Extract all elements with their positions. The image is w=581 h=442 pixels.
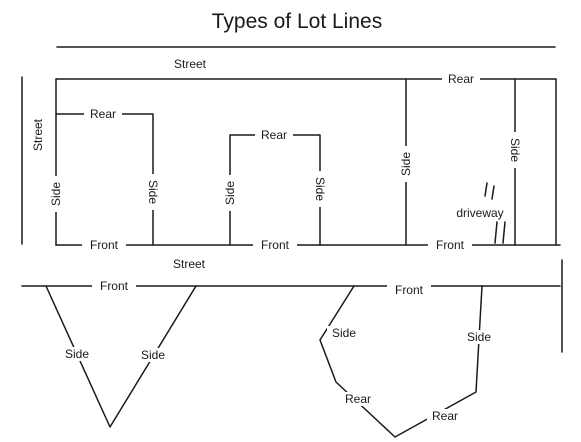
driveway-label: driveway: [456, 206, 503, 220]
street-left-label: Street: [31, 118, 45, 151]
driveway-mark: [484, 182, 488, 197]
side-lot3-left-label: Side: [399, 152, 413, 176]
rear-lot1-label: Rear: [90, 107, 116, 121]
label-bg: [428, 238, 472, 252]
label-bg: [60, 347, 94, 361]
label-bg: [31, 112, 45, 158]
side-lot2-right-label: Side: [313, 177, 327, 201]
label-bg: [449, 205, 511, 220]
driveway-mark: [502, 221, 506, 244]
side-irregular-right-label: Side: [467, 330, 491, 344]
label-bg: [255, 128, 293, 142]
label-bg: [313, 171, 327, 207]
side-lot1-right-label: Side: [146, 180, 160, 204]
rear-irregular-1-label: Rear: [345, 392, 371, 406]
driveway-mark: [491, 185, 495, 200]
diagram-title: Types of Lot Lines: [212, 10, 382, 33]
label-bg: [442, 72, 480, 86]
label-bg: [84, 107, 122, 121]
lot1-outline: [55, 113, 154, 246]
label-bg: [399, 146, 413, 182]
irregular-lot-outline: [319, 285, 483, 438]
side-v-right-label: Side: [141, 348, 165, 362]
front-lot3-label: Front: [436, 238, 465, 252]
street-mid-label: Street: [173, 257, 206, 271]
label-bg: [253, 238, 297, 252]
label-bg: [146, 174, 160, 210]
label-bg: [462, 330, 496, 344]
front-bottom-left-label: Front: [100, 279, 129, 293]
label-bg: [136, 348, 170, 362]
labels: Street Street Street Rear Rear Rear Side…: [31, 57, 522, 423]
label-bg: [387, 283, 431, 297]
side-lot1-left-label: Side: [49, 182, 63, 206]
label-bg: [49, 176, 63, 212]
v-lot-outline: [45, 285, 197, 428]
rear-lot3-label: Rear: [448, 72, 474, 86]
side-v-left-label: Side: [65, 347, 89, 361]
label-bg: [82, 238, 126, 252]
front-lot2-label: Front: [261, 238, 290, 252]
label-bg: [427, 409, 463, 423]
lot2-outline: [229, 134, 321, 246]
label-bg: [166, 57, 214, 71]
side-lot3-right-label: Side: [508, 138, 522, 162]
side-irregular-left-label: Side: [332, 326, 356, 340]
label-bg: [223, 175, 237, 211]
driveway-mark: [494, 221, 498, 244]
label-bg: [508, 132, 522, 168]
label-bg: [340, 392, 376, 406]
front-bottom-right-label: Front: [395, 283, 424, 297]
side-lot2-left-label: Side: [223, 181, 237, 205]
rear-irregular-2-label: Rear: [432, 409, 458, 423]
street-top-label: Street: [174, 57, 207, 71]
rear-lot2-label: Rear: [261, 128, 287, 142]
label-bg: [92, 279, 136, 293]
front-lot1-label: Front: [90, 238, 119, 252]
label-bg: [327, 326, 361, 340]
